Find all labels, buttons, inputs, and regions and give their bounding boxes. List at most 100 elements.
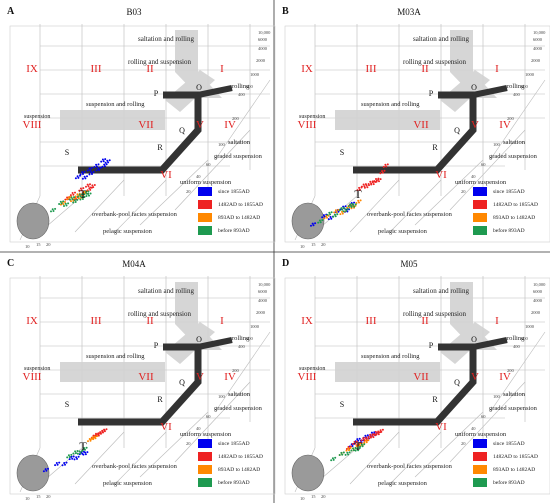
data-point: [99, 166, 102, 169]
data-point: [88, 173, 91, 176]
data-point: [100, 160, 103, 163]
data-point: [89, 186, 92, 189]
data-point: [371, 181, 374, 184]
data-point: [334, 209, 337, 212]
path-point-o: O: [196, 83, 202, 92]
data-point: [325, 215, 328, 218]
data-point: [105, 163, 108, 166]
path-point-p: P: [429, 341, 434, 350]
data-point: [95, 432, 97, 435]
c-axis-tick: 200: [232, 368, 240, 373]
data-point: [56, 463, 59, 466]
c-axis-tick: 20: [461, 441, 466, 446]
data-point: [354, 447, 357, 449]
c-axis-tick: 200: [232, 116, 240, 121]
c-axis-tick: 10,000: [533, 282, 546, 288]
data-point: [71, 457, 74, 460]
data-point: [86, 451, 89, 454]
legend-entry: 1482AD to 1855AD: [493, 454, 538, 460]
data-point: [89, 183, 91, 186]
data-point: [66, 196, 69, 199]
data-point: [85, 446, 88, 449]
path-point-r: R: [432, 395, 438, 404]
data-point: [76, 450, 79, 452]
data-point: [340, 207, 343, 210]
c-axis-tick: 6000: [533, 37, 543, 42]
zone-label-ii: II: [421, 63, 429, 75]
data-point: [379, 172, 382, 175]
mode-label-graded-suspension: graded suspension: [489, 405, 538, 412]
data-point: [369, 436, 372, 439]
path-point-t: T: [79, 187, 87, 201]
c-axis-tick: 600: [521, 84, 529, 89]
data-point: [102, 160, 105, 163]
data-point: [64, 201, 66, 203]
zone-label-iv: IV: [499, 119, 511, 131]
data-point: [58, 461, 61, 464]
data-point: [374, 430, 377, 433]
data-point: [64, 202, 67, 205]
data-point: [92, 437, 95, 440]
data-point: [83, 170, 86, 173]
c-axis-tick: 600: [246, 336, 254, 341]
data-point: [342, 210, 345, 213]
data-point: [375, 178, 377, 180]
data-point: [347, 445, 350, 448]
data-point: [78, 450, 81, 453]
data-point: [381, 170, 384, 173]
m-axis-tick: 15: [311, 242, 316, 247]
mode-label-saltation-and-rolling: saltation and rolling: [413, 35, 469, 43]
data-point: [74, 201, 77, 203]
data-point: [353, 440, 356, 443]
path-point-r: R: [157, 143, 163, 152]
data-point: [87, 192, 90, 195]
data-point: [77, 455, 80, 458]
data-point: [333, 213, 336, 216]
legend-entry: since 1855AD: [493, 189, 525, 195]
c-axis-tick: 2000: [531, 310, 541, 315]
mode-label-rolling: rolling: [232, 335, 250, 342]
data-point: [44, 468, 47, 471]
mode-label-rolling-and-suspension: rolling and suspension: [128, 310, 191, 318]
c-axis-tick: 60: [481, 162, 486, 167]
data-point: [377, 178, 380, 181]
data-point: [336, 213, 339, 216]
path-point-r: R: [157, 395, 163, 404]
data-point: [108, 159, 111, 162]
mode-label-uniform-suspension: uniform suspension: [180, 431, 232, 438]
data-point: [334, 215, 337, 218]
path-point-q: Q: [454, 378, 460, 387]
data-point: [76, 193, 79, 196]
data-point: [89, 188, 92, 191]
path-point-o: O: [471, 83, 477, 92]
panel-letter: D: [282, 258, 289, 269]
data-point: [65, 204, 68, 207]
mode-label-saltation-and-rolling: saltation and rolling: [138, 287, 194, 295]
data-point: [101, 158, 104, 161]
panel-a-grid: [10, 24, 275, 242]
data-point: [83, 193, 86, 196]
data-point: [85, 191, 87, 193]
c-axis-tick: 40: [196, 426, 201, 431]
data-point: [64, 463, 66, 466]
c-axis-tick: 400: [238, 92, 246, 97]
data-point: [329, 213, 332, 216]
c-axis-tick: 2000: [256, 310, 266, 315]
mode-label-pelagic-suspension: pelagic suspension: [103, 480, 153, 487]
data-point: [83, 447, 86, 450]
data-point: [66, 198, 69, 201]
zone-label-iv: IV: [224, 371, 236, 383]
scatter-points: [42, 158, 389, 473]
data-point: [355, 445, 358, 447]
data-point: [349, 447, 352, 449]
c-axis-tick: 100: [218, 394, 226, 399]
mode-label-suspension: suspension: [299, 114, 325, 120]
mode-label-saltation: saltation: [503, 391, 526, 398]
data-point: [359, 445, 362, 448]
data-point: [312, 224, 315, 227]
data-point: [76, 198, 79, 201]
data-point: [79, 452, 82, 455]
path-point-q: Q: [454, 126, 460, 135]
